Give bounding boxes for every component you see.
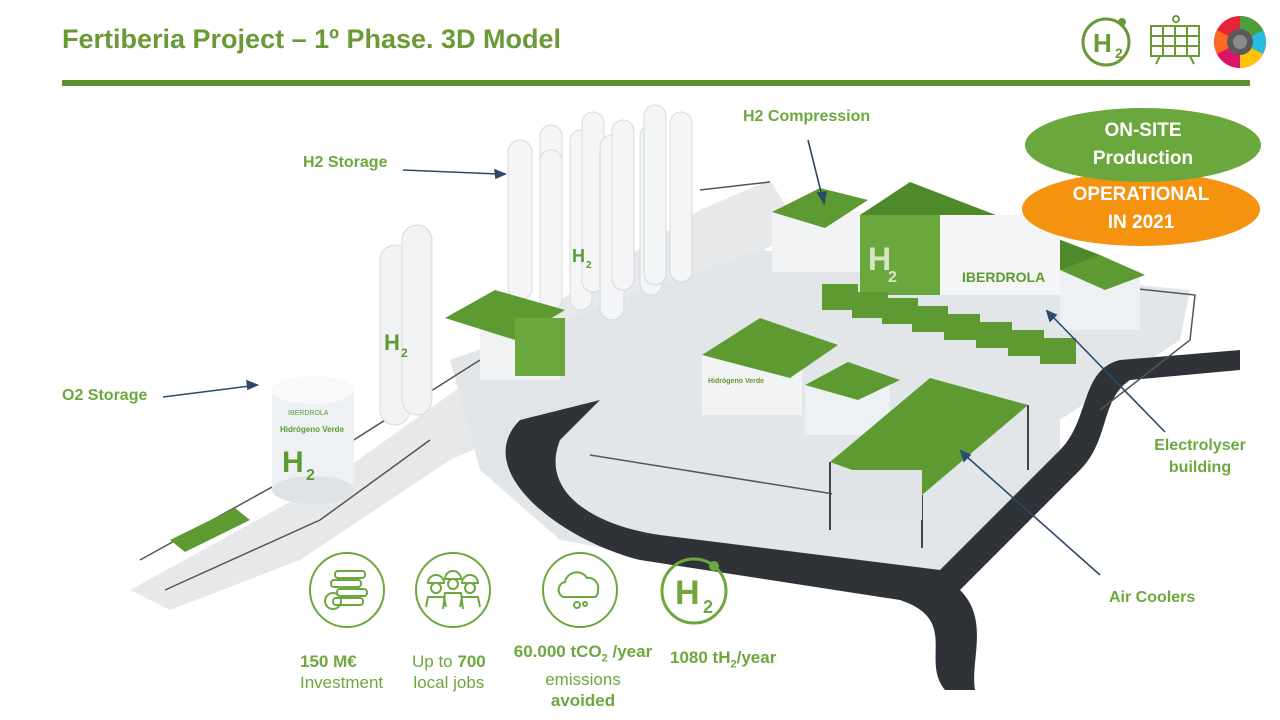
o2-tank-h2-sub: 2 bbox=[306, 467, 315, 484]
onsite-line2: Production bbox=[1092, 148, 1194, 169]
label-arrows bbox=[162, 139, 1166, 576]
label-h2-compression: H2 Compression bbox=[743, 108, 871, 125]
kpi-investment: 150 M€ Investment bbox=[300, 651, 383, 693]
coins-icon bbox=[309, 552, 385, 628]
o2-storage-tank: IBERDROLA Hidrógeno Verde H 2 bbox=[272, 376, 354, 504]
air-coolers-structure bbox=[829, 378, 1029, 548]
sdg-wheel-icon bbox=[1214, 16, 1266, 68]
kpi-emissions-unit: /year bbox=[607, 642, 653, 661]
kpi-emissions-line2: emissions bbox=[545, 670, 621, 690]
operational-line2: IN 2021 bbox=[1107, 212, 1175, 233]
cloud-co2-icon bbox=[542, 552, 618, 628]
electrolyser-building: IBERDROLA H 2 bbox=[860, 182, 1145, 330]
electrolyser-brand: IBERDROLA bbox=[962, 269, 1045, 285]
h2-cylinders-rear: H 2 bbox=[507, 104, 693, 321]
label-electrolyser-building: Electrolyser building bbox=[1150, 435, 1250, 479]
header-logos: H 2 bbox=[1081, 15, 1266, 68]
kpi-h2-unit: /year bbox=[736, 648, 777, 667]
kpi-jobs: Up to 700 local jobs bbox=[412, 651, 486, 693]
kpi-jobs-label: local jobs bbox=[413, 673, 485, 692]
kpi-investment-label: Investment bbox=[300, 673, 384, 692]
label-o2-storage: O2 Storage bbox=[62, 387, 148, 404]
label-electrolyser-line1: Electrolyser bbox=[1154, 437, 1246, 454]
operational-badge: OPERATIONAL IN 2021 bbox=[1022, 172, 1260, 246]
h2-compression-building bbox=[772, 188, 868, 272]
service-building: Hidrógeno Verde bbox=[702, 318, 900, 435]
workers-icon bbox=[415, 552, 491, 628]
service-building-caption: Hidrógeno Verde bbox=[708, 378, 764, 385]
electrolyser-modules bbox=[822, 284, 1076, 364]
hydrogen-icon-sub: 2 bbox=[703, 597, 713, 617]
kpi-jobs-value: 700 bbox=[457, 652, 486, 671]
kpi-h2-value: 1080 tH bbox=[670, 648, 731, 667]
page-title: Fertiberia Project – 1º Phase. 3D Model bbox=[62, 24, 562, 54]
compressor-module-left bbox=[445, 290, 565, 380]
kpi-emissions-value: 60.000 tCO bbox=[513, 642, 602, 661]
kpi-h2-sub: 2 bbox=[730, 658, 737, 671]
hydrogen-icon-letter: H bbox=[675, 574, 700, 612]
kpi-jobs-prefix: Up to bbox=[412, 652, 458, 671]
electrolyser-h2-letter: H bbox=[868, 241, 891, 277]
front-cylinder-h2-sub: 2 bbox=[401, 346, 408, 360]
label-air-coolers: Air Coolers bbox=[1109, 589, 1196, 606]
o2-skid bbox=[170, 508, 250, 552]
kpi-investment-value: 150 M€ bbox=[300, 652, 357, 671]
label-h2-storage: H2 Storage bbox=[303, 154, 388, 171]
o2-tank-brand: IBERDROLA bbox=[288, 410, 329, 417]
label-electrolyser-line2: building bbox=[1168, 459, 1232, 476]
kpi-h2-production: 1080 tH2/year bbox=[670, 647, 776, 675]
hydrogen-icon: H 2 bbox=[660, 557, 728, 625]
h2-logo-letter: H bbox=[1093, 28, 1112, 58]
front-cylinder-h2-letter: H bbox=[384, 330, 400, 355]
o2-tank-h2-letter: H bbox=[282, 446, 304, 479]
onsite-production-badge: ON-SITE Production bbox=[1025, 108, 1261, 182]
rear-cylinder-h2-sub: 2 bbox=[586, 260, 592, 271]
electrolyser-h2-sub: 2 bbox=[888, 269, 897, 286]
o2-tank-caption: Hidrógeno Verde bbox=[280, 425, 345, 434]
kpi-emissions: 60.000 tCO2 /year emissions avoided bbox=[505, 641, 661, 711]
title-divider bbox=[62, 80, 1250, 86]
solar-panel-icon bbox=[1150, 15, 1200, 65]
rear-cylinder-h2-letter: H bbox=[572, 246, 585, 266]
operational-line1: OPERATIONAL bbox=[1072, 184, 1210, 205]
onsite-line1: ON-SITE bbox=[1104, 120, 1182, 141]
kpi-emissions-sub: 2 bbox=[601, 652, 608, 665]
kpi-emissions-line3: avoided bbox=[550, 691, 616, 711]
h2-logo-icon: H 2 bbox=[1081, 17, 1131, 67]
h2-cylinders-front: H 2 bbox=[379, 224, 433, 426]
h2-logo-sub: 2 bbox=[1115, 45, 1123, 61]
